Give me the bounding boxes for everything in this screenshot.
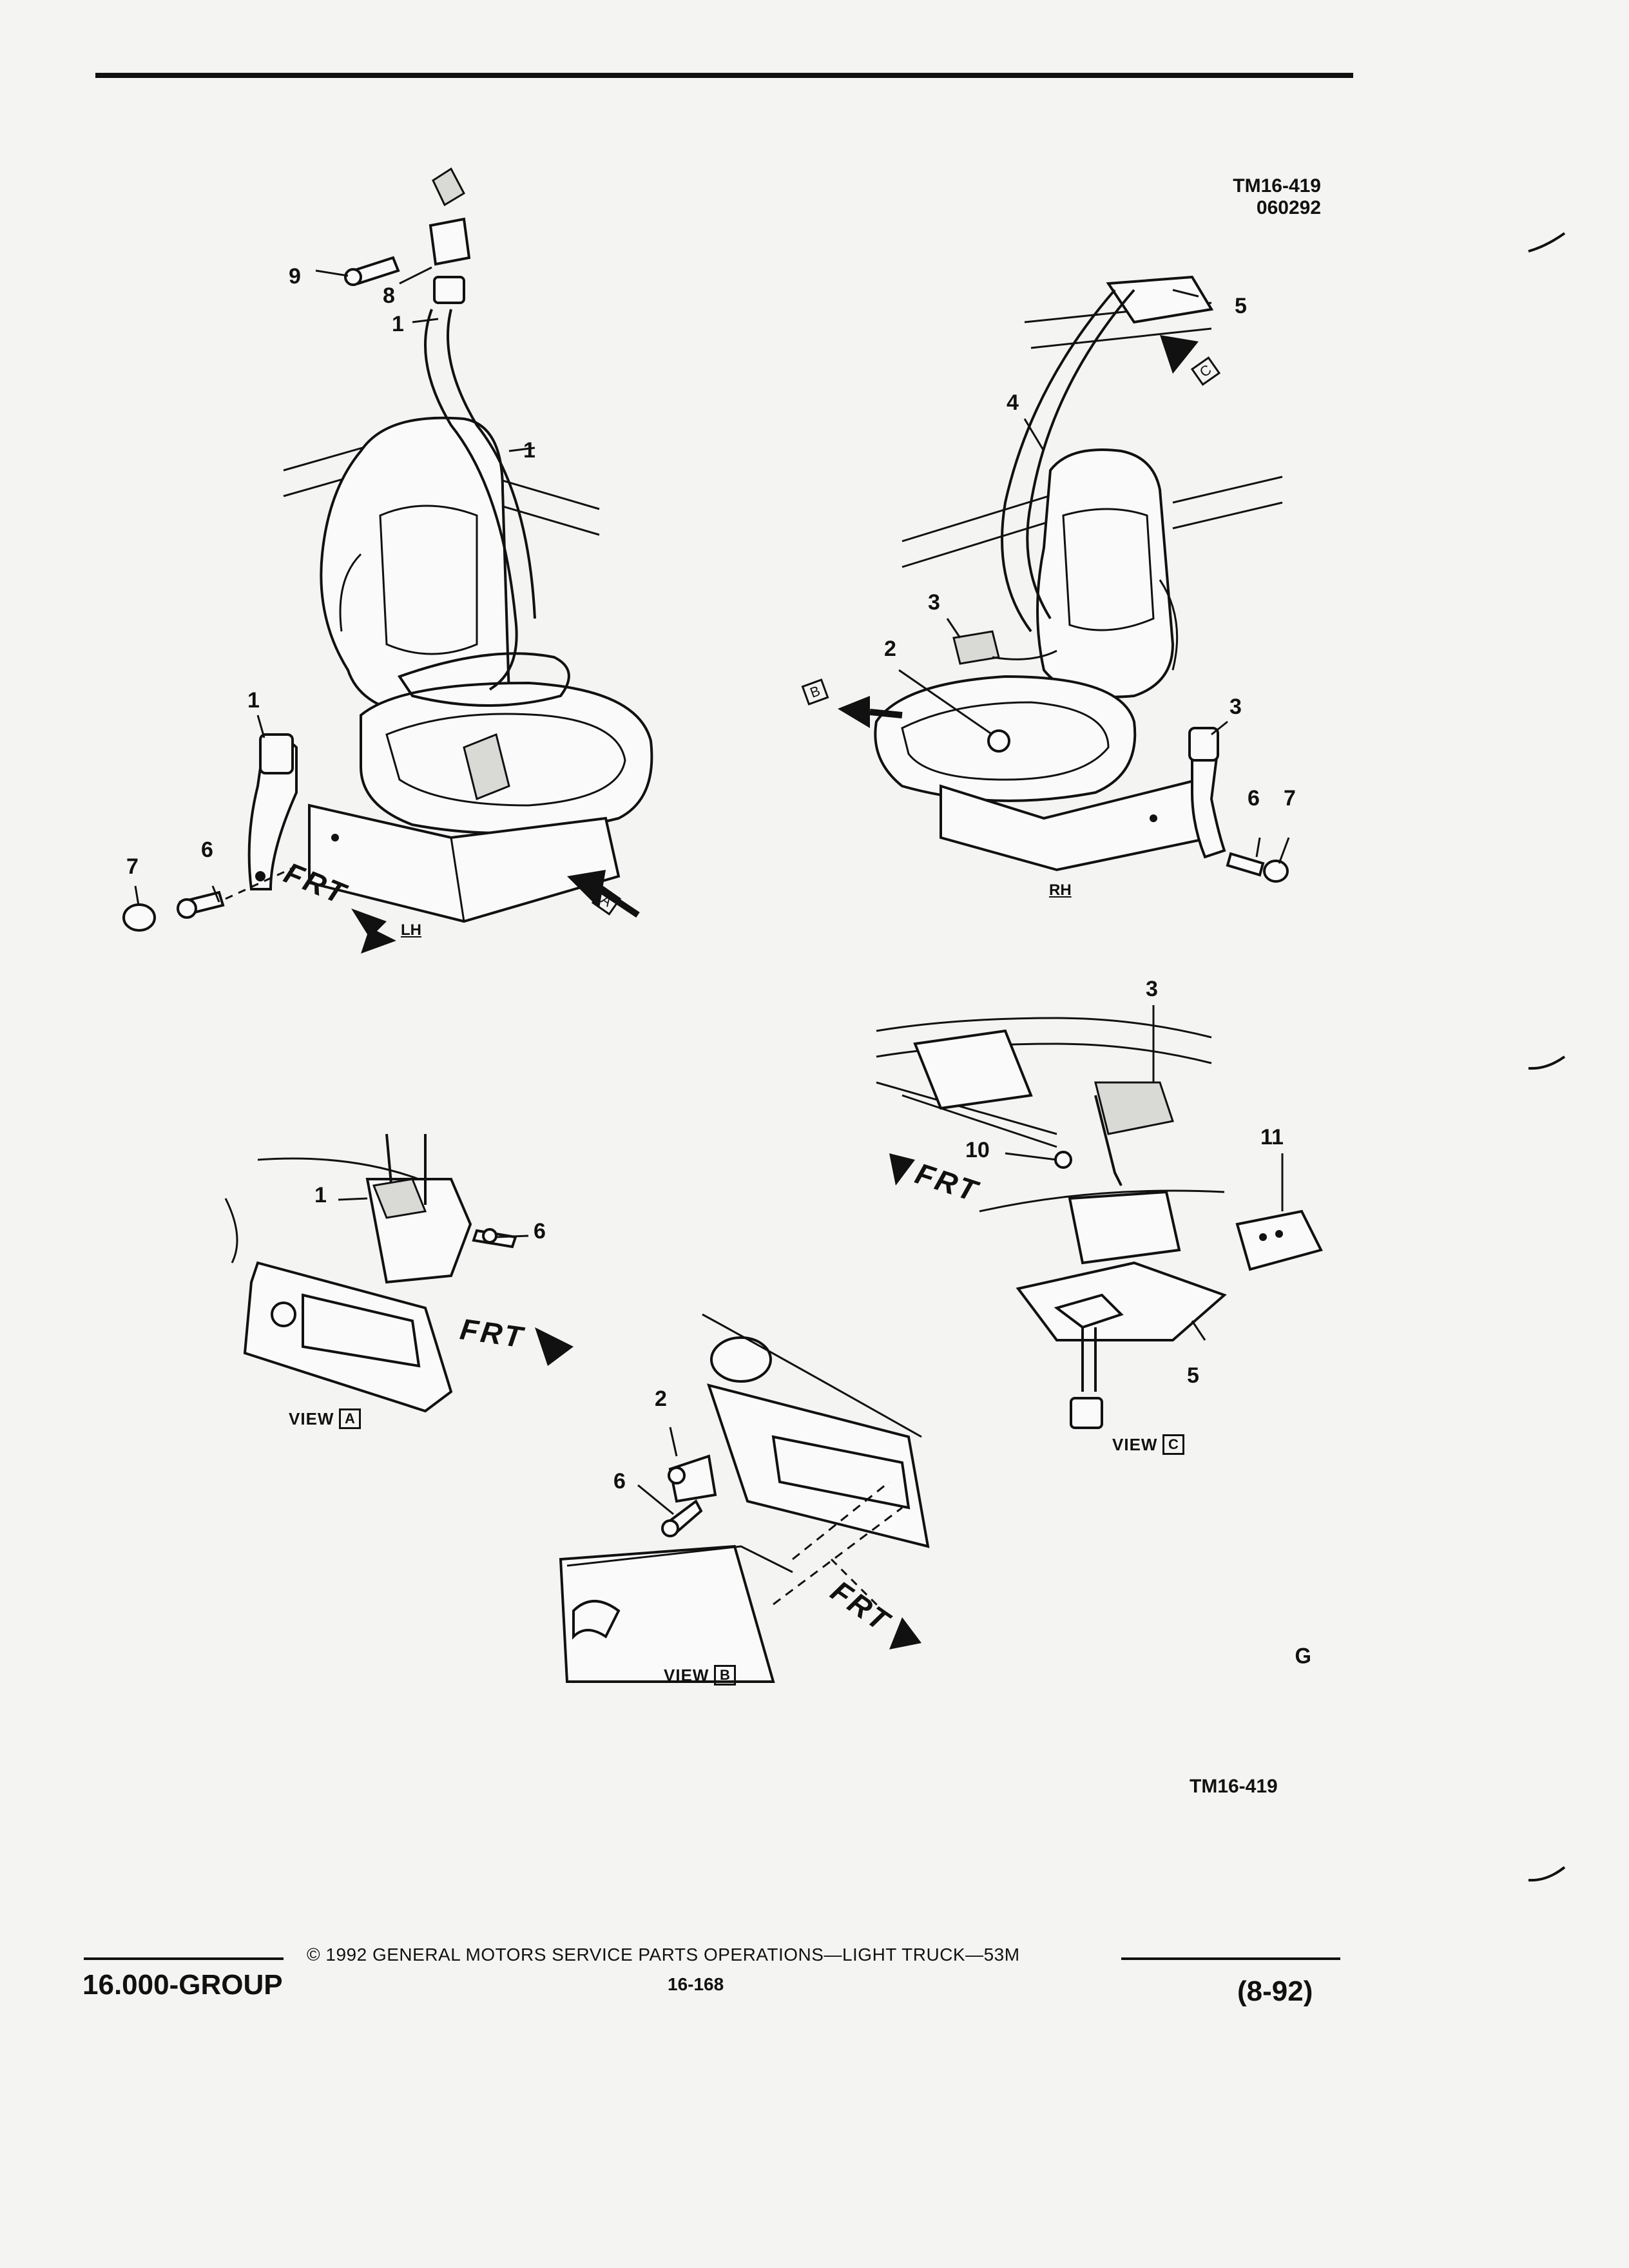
figure-id-bottom: TM16-419 bbox=[1190, 1776, 1278, 1797]
view-c-word: VIEW bbox=[1112, 1434, 1158, 1454]
footer-page-number: 16-168 bbox=[668, 1974, 724, 1994]
callout-2-view-b: 2 bbox=[655, 1387, 667, 1411]
callout-8: 8 bbox=[383, 284, 395, 308]
binding-mark bbox=[1528, 232, 1566, 253]
callout-10: 10 bbox=[965, 1138, 990, 1162]
view-b-letter: B bbox=[714, 1665, 737, 1686]
callout-6-view-b: 6 bbox=[613, 1469, 626, 1494]
callout-11: 11 bbox=[1260, 1125, 1284, 1149]
view-a-caption: VIEW A bbox=[289, 1408, 361, 1429]
footer-date: (8-92) bbox=[1237, 1975, 1313, 2007]
callout-7-rh: 7 bbox=[1284, 786, 1296, 811]
callout-6-view-a: 6 bbox=[534, 1219, 546, 1244]
callout-7: 7 bbox=[126, 854, 139, 879]
callout-2: 2 bbox=[884, 637, 896, 661]
callout-6-rh: 6 bbox=[1248, 786, 1260, 811]
callout-6: 6 bbox=[201, 838, 213, 862]
callout-3-anchor: 3 bbox=[1229, 695, 1242, 719]
binding-mark bbox=[1528, 1055, 1566, 1070]
view-a-letter: A bbox=[339, 1408, 361, 1429]
callout-9: 9 bbox=[289, 264, 301, 289]
callout-1-view-a: 1 bbox=[314, 1183, 327, 1207]
callout-3-buckle: 3 bbox=[928, 590, 940, 615]
view-c-drawing bbox=[876, 1005, 1323, 1429]
view-b-caption: VIEW B bbox=[664, 1665, 737, 1686]
callout-1-anchor: 1 bbox=[247, 688, 260, 713]
view-c-caption: VIEW C bbox=[1112, 1434, 1185, 1455]
view-a-drawing bbox=[224, 1133, 574, 1413]
footer-group: 16.000-GROUP bbox=[82, 1969, 283, 2001]
rh-seat-drawing bbox=[838, 275, 1290, 883]
figure-reference: TM16-419 060292 bbox=[1211, 175, 1321, 219]
figure-date-code: 060292 bbox=[1256, 197, 1321, 218]
gm-logo-mark: ᴳ bbox=[1295, 1644, 1311, 1678]
lh-seat-drawing bbox=[122, 167, 653, 954]
callout-5-view-c: 5 bbox=[1187, 1363, 1199, 1388]
side-label-rh: RH bbox=[1049, 881, 1072, 899]
callout-1-retractor: 1 bbox=[392, 312, 404, 336]
view-b-drawing bbox=[559, 1313, 930, 1683]
view-c-letter: C bbox=[1162, 1434, 1185, 1455]
callout-1-belt: 1 bbox=[523, 438, 535, 463]
callout-3-view-c: 3 bbox=[1146, 977, 1158, 1001]
binding-mark bbox=[1528, 1866, 1566, 1882]
callout-4: 4 bbox=[1007, 390, 1019, 415]
view-b-word: VIEW bbox=[664, 1665, 709, 1685]
callout-5: 5 bbox=[1235, 294, 1247, 318]
footer-copyright: © 1992 GENERAL MOTORS SERVICE PARTS OPER… bbox=[307, 1945, 1020, 1965]
view-a-word: VIEW bbox=[289, 1408, 334, 1428]
figure-id-top: TM16-419 bbox=[1233, 175, 1321, 197]
side-label-lh: LH bbox=[401, 921, 421, 939]
